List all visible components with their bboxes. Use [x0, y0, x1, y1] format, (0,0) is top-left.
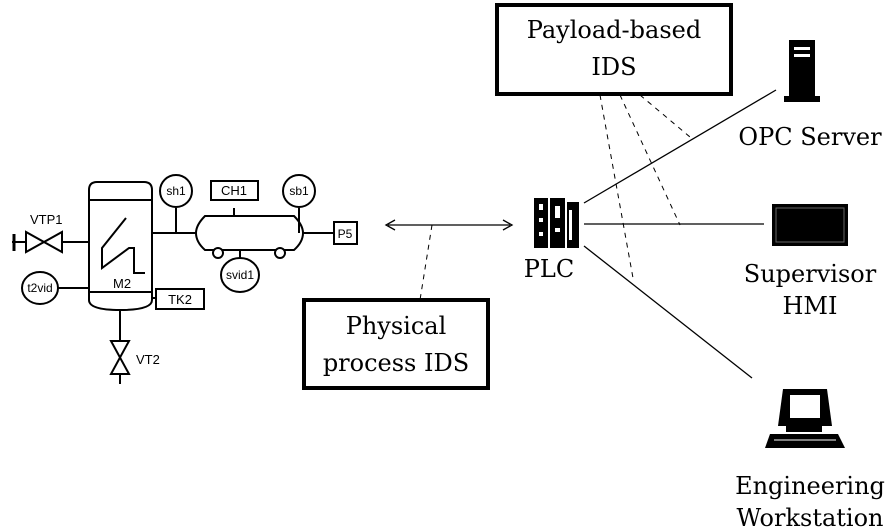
arrow-head-left: [384, 219, 396, 231]
physical-ids-label-line2: process IDS: [323, 349, 469, 377]
sensor-t2vid-icon: [21, 271, 59, 305]
supervisor-hmi-label-line2: HMI: [783, 292, 838, 320]
physical-ids-box: Physical process IDS: [302, 298, 490, 390]
engineering-workstation-label-line2: Workstation: [737, 504, 884, 531]
label-tk2: TK2: [168, 292, 192, 307]
physical-ids-label-line1: Physical: [346, 312, 447, 340]
sensor-svid1-icon: [220, 257, 260, 293]
payload-ids-box: Payload-based IDS: [495, 3, 733, 96]
process-pid: [12, 181, 334, 384]
sensor-sb1-icon: [282, 174, 316, 208]
opc-server-label: OPC Server: [738, 123, 882, 151]
label-sh1: sh1: [166, 184, 186, 198]
payload-ids-monitor-line: [599, 94, 634, 279]
monitoring-lines: [419, 94, 691, 301]
heat-exchanger-ch1-icon: [194, 215, 305, 251]
opc-server-icon: [784, 40, 820, 102]
valve-vtp1-icon: [25, 230, 63, 254]
label-m2: M2: [113, 276, 131, 291]
terminal-p5-box: [333, 221, 358, 245]
valve-vt2-icon: [109, 340, 131, 375]
tag-tk2-box: [155, 288, 205, 310]
sensor-sh1-icon: [159, 174, 193, 208]
label-svid1: svid1: [226, 268, 254, 282]
process-labels: VTP1 VT2 M2 TK2 t2vid sh1 CH1 sb1 svid1 …: [27, 183, 352, 367]
label-t2vid: t2vid: [27, 281, 52, 295]
payload-ids-label-line1: Payload-based: [527, 16, 701, 44]
payload-ids-monitor-line: [619, 94, 681, 226]
payload-ids-label-line2: IDS: [591, 53, 636, 81]
plc-label: PLC: [524, 255, 574, 283]
label-ch1: CH1: [221, 183, 247, 198]
supervisor-hmi-icon: [772, 204, 848, 246]
label-vtp1: VTP1: [30, 212, 63, 227]
payload-ids-monitor-line: [639, 94, 691, 138]
tank-tk2-icon: [88, 181, 153, 312]
label-vt2: VT2: [136, 352, 160, 367]
engineering-workstation-icon: [765, 389, 845, 448]
plc-icon: [534, 198, 579, 248]
physical-ids-monitor-line: [419, 224, 433, 301]
arrow-head-right: [502, 219, 514, 231]
mixer-m2-icon: [101, 217, 145, 274]
process-plc-link: [384, 219, 514, 231]
tag-ch1-box: [210, 180, 259, 201]
supervisor-hmi-label-line1: Supervisor: [744, 260, 877, 288]
engineering-workstation-label-line1: Engineering: [735, 472, 885, 500]
link-plc-engineering-workstation: [583, 245, 753, 379]
label-p5: P5: [338, 227, 353, 241]
instruments: [21, 174, 358, 310]
label-sb1: sb1: [289, 184, 309, 198]
